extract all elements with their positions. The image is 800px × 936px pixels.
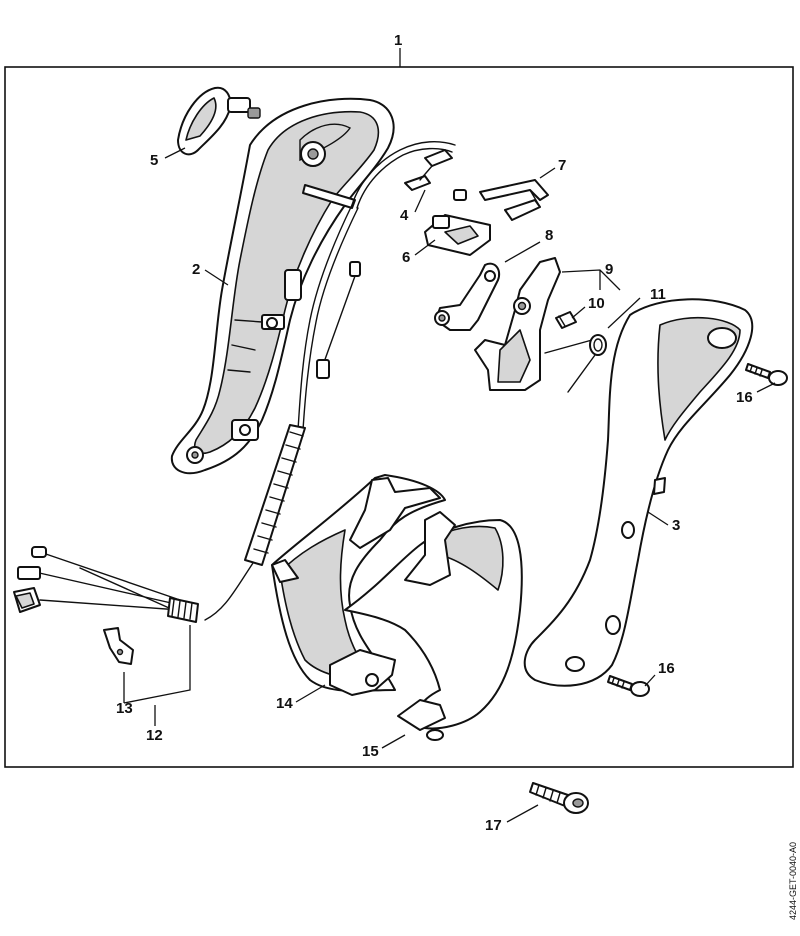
part-10-pin [555, 311, 577, 329]
part-16-screw-lower [607, 675, 650, 697]
callout-15: 15 [362, 743, 379, 760]
part-9-throttle-trigger [474, 257, 561, 391]
part-17-screw [529, 782, 589, 814]
callout-10: 10 [588, 295, 605, 312]
callout-12: 12 [146, 727, 163, 744]
small-connector [453, 189, 467, 201]
callout-9: 9 [605, 261, 613, 278]
part-16-screw-upper [745, 363, 788, 386]
callout-5: 5 [150, 152, 158, 169]
callout-16-lower: 16 [658, 660, 675, 677]
part-4-contact [404, 149, 453, 191]
callout-2: 2 [192, 261, 200, 278]
part-15-cover [344, 511, 523, 741]
callout-4: 4 [400, 207, 409, 224]
part-12-wiring-harness [13, 546, 199, 623]
part-13-terminal-plate [103, 627, 134, 665]
part-8-interlock-lever [434, 262, 501, 331]
callout-16-upper: 16 [736, 389, 753, 406]
part-14-cover [271, 474, 446, 696]
callout-6: 6 [402, 249, 410, 266]
callout-3: 3 [672, 517, 680, 534]
part-3-handle-shell [523, 298, 754, 687]
assembly-frame [4, 66, 794, 768]
callout-8: 8 [545, 227, 553, 244]
callout-labels: 1 2 3 4 5 6 7 8 9 10 11 12 13 14 15 16 1… [116, 32, 753, 834]
part-5-lever [177, 86, 261, 156]
leader-lines [123, 147, 776, 823]
cable-assembly [204, 141, 456, 621]
callout-14: 14 [276, 695, 293, 712]
part-11-torsion-spring [544, 334, 607, 393]
part-7-clip [479, 179, 549, 221]
callout-17: 17 [485, 817, 502, 834]
callout-7: 7 [558, 157, 566, 174]
callout-11: 11 [650, 286, 666, 303]
drawing-number: 4244-GET-0040-A0 [788, 842, 798, 920]
part-6-switch [424, 214, 491, 256]
part-2-handle-shell [170, 97, 395, 475]
callout-13: 13 [116, 700, 133, 717]
callout-1: 1 [394, 32, 402, 49]
